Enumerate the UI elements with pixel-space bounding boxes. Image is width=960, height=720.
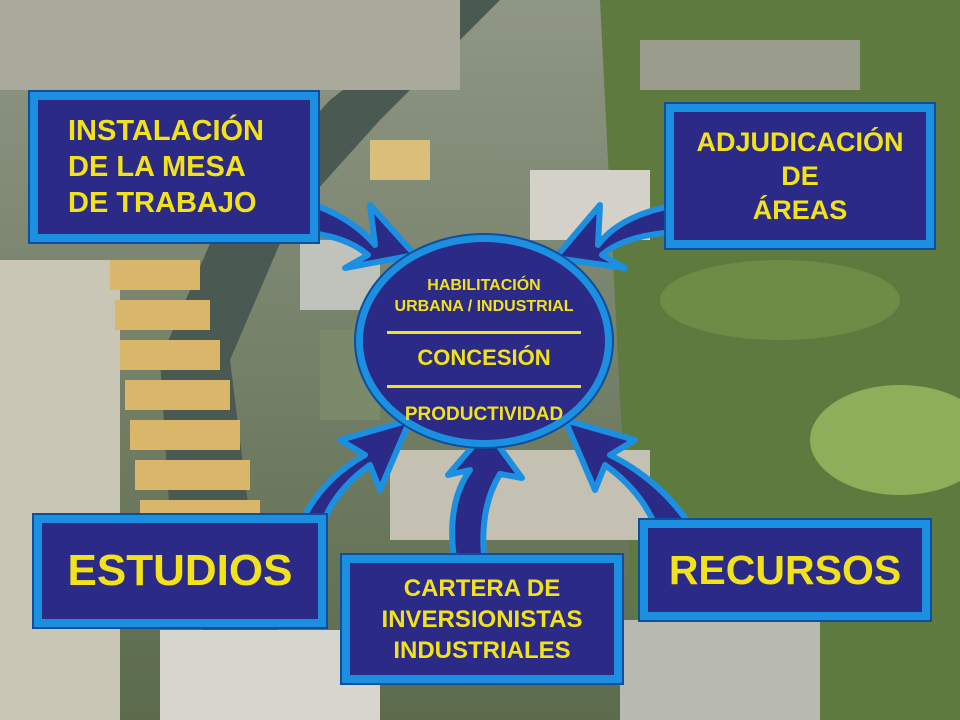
arrow-shapes xyxy=(297,197,693,568)
box-estudios: ESTUDIOS xyxy=(34,515,326,627)
hub-concesion: CONCESIÓN xyxy=(417,345,551,370)
box-text-line: ÁREAS xyxy=(752,195,848,225)
box-label: ESTUDIOS xyxy=(67,546,293,595)
box-text-line: INVERSIONISTAS xyxy=(381,605,583,633)
box-instalacion-mesa-trabajo: INSTALACIÓN DE LA MESA DE TRABAJO xyxy=(30,92,318,242)
box-text-line: CARTERA DE xyxy=(403,574,561,602)
box-text-line: DE xyxy=(781,161,819,191)
hub-divider xyxy=(387,331,581,334)
box-text-line: INSTALACIÓN xyxy=(68,115,265,147)
central-hub-circle: HABILITACIÓN URBANA / INDUSTRIAL CONCESI… xyxy=(356,235,612,447)
box-text-line: DE TRABAJO xyxy=(68,187,257,219)
arrow-bottom-right xyxy=(562,417,693,528)
box-adjudicacion-areas: ADJUDICACIÓN DE ÁREAS xyxy=(666,104,934,248)
box-text-line: ADJUDICACIÓN xyxy=(696,127,904,157)
box-recursos: RECURSOS xyxy=(640,520,930,620)
box-text-line: INDUSTRIALES xyxy=(393,636,571,664)
hub-habilitacion: HABILITACIÓN URBANA / INDUSTRIAL xyxy=(363,275,605,317)
box-label: RECURSOS xyxy=(668,546,902,593)
hub-line: HABILITACIÓN xyxy=(427,277,541,294)
hub-productividad: PRODUCTIVIDAD xyxy=(404,404,564,425)
hub-divider xyxy=(387,385,581,388)
box-cartera-inversionistas: CARTERA DE INVERSIONISTAS INDUSTRIALES xyxy=(342,555,622,683)
box-text-line: DE LA MESA xyxy=(68,151,246,183)
hub-line: URBANA / INDUSTRIAL xyxy=(394,298,574,315)
